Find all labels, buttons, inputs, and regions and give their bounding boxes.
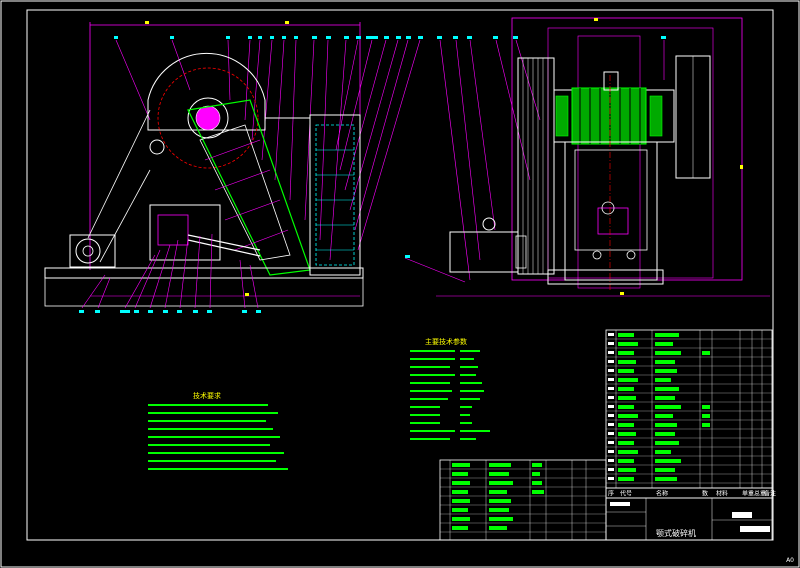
main-technical-parameters: 主要技术参数 bbox=[410, 337, 490, 440]
eccentric-shaft-core bbox=[195, 105, 221, 131]
parts-header-cell: 名称 bbox=[656, 490, 668, 498]
sheave-pulley bbox=[517, 57, 555, 275]
base-frame bbox=[44, 267, 364, 279]
motor-pulley bbox=[75, 238, 101, 264]
fixed-jaw-frame bbox=[309, 114, 361, 276]
parts-list-table: 序代号 名称 数材料 单重总重备注 bbox=[605, 329, 776, 499]
parts-header-cell: 序 bbox=[608, 490, 614, 498]
body-frame bbox=[564, 141, 658, 281]
front-view bbox=[44, 21, 423, 313]
side-view bbox=[404, 17, 770, 297]
dimension-text bbox=[145, 21, 149, 24]
side-base bbox=[547, 269, 664, 285]
technical-requirements-notes: 技术要求 bbox=[148, 391, 288, 470]
sheet-number: A0 bbox=[786, 557, 794, 564]
tech-requirements-lines bbox=[148, 404, 288, 470]
motor-side bbox=[449, 231, 519, 273]
eccentric-shaft-circle bbox=[187, 97, 229, 139]
toggle-assembly bbox=[149, 204, 221, 261]
parts-header-cell: 总重 bbox=[754, 490, 766, 498]
dimension-frame bbox=[511, 17, 743, 281]
jaw-plate bbox=[199, 124, 291, 261]
flywheel-circle bbox=[157, 67, 259, 169]
parts-header-cell: 备注 bbox=[764, 490, 776, 498]
foundation bbox=[44, 277, 364, 307]
tech-params-title: 主要技术参数 bbox=[425, 337, 467, 346]
title-block: 颚式破碎机 bbox=[605, 497, 773, 541]
parts-header-cell: 代号 bbox=[620, 490, 632, 498]
fixed-jaw-plate bbox=[315, 124, 355, 266]
tech-requirements-title: 技术要求 bbox=[193, 391, 221, 400]
motor-body bbox=[69, 234, 116, 268]
bottom-leader-numbers bbox=[79, 310, 261, 313]
drawing-border bbox=[26, 9, 774, 541]
toggle-block bbox=[597, 207, 629, 235]
v-belt bbox=[87, 109, 151, 239]
dimension-text bbox=[285, 21, 289, 24]
frame-housing bbox=[147, 52, 266, 131]
drawing-title: 颚式破碎机 bbox=[656, 528, 696, 538]
parts-header-cell: 材料 bbox=[716, 490, 728, 498]
bottom-leaders bbox=[81, 233, 259, 309]
leader-numbers bbox=[114, 36, 423, 39]
parts-header-cell: 单重 bbox=[742, 490, 754, 498]
bearing-band bbox=[571, 87, 647, 145]
parts-header-cell: 数 bbox=[702, 490, 708, 498]
bolt-hole bbox=[149, 139, 165, 155]
secondary-parts-table bbox=[439, 459, 607, 541]
